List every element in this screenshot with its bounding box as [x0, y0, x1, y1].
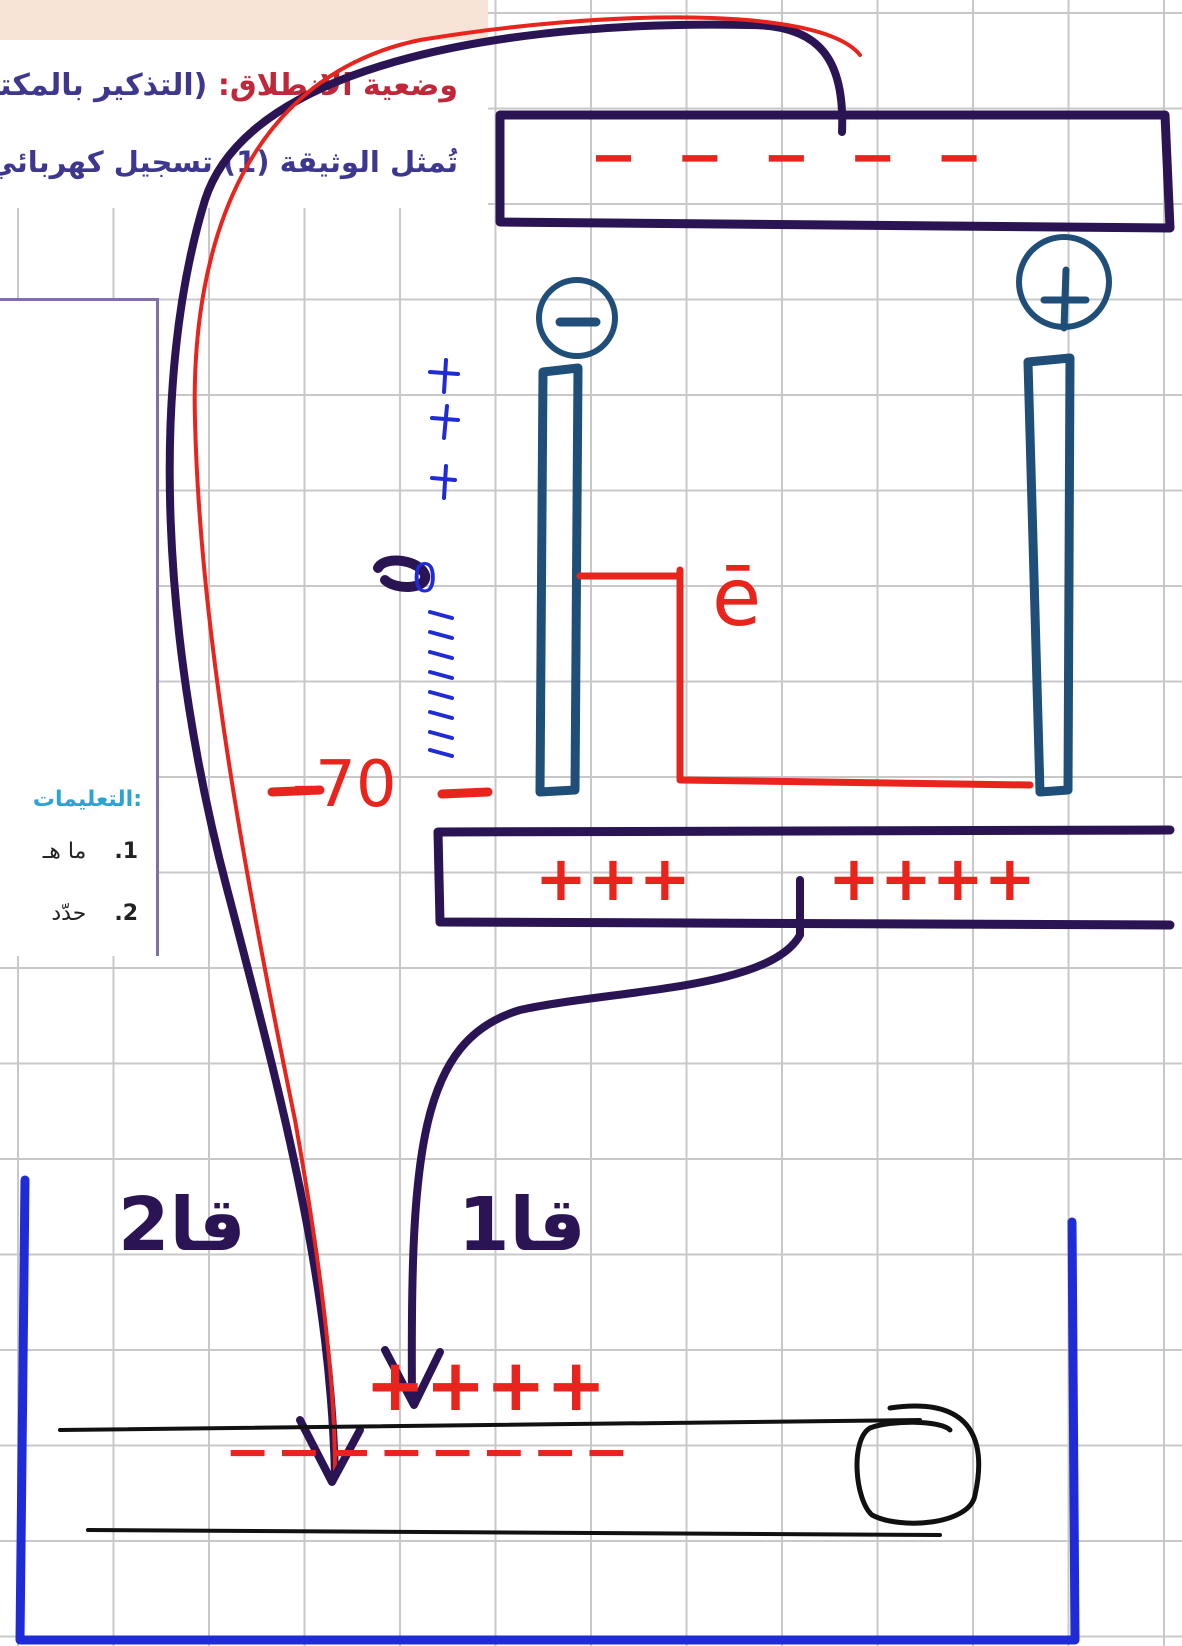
situation-heading: وضعية الانطلاق: (التذكير بالمكتس: [0, 68, 458, 103]
zero-level-mark: [373, 555, 430, 592]
measurement-wire: [576, 566, 1034, 789]
positive-terminal-sign: [1040, 266, 1090, 332]
minus-seventy-label: -70: [292, 748, 397, 822]
label-q1: 1قا: [458, 1182, 586, 1268]
instruction-number: 2.: [114, 901, 138, 926]
bottom-left-charges: +++: [535, 842, 691, 915]
top-membrane-box: [495, 110, 1175, 233]
instruction-text: حدّد: [51, 901, 87, 926]
scale-plus-marks: [428, 358, 460, 500]
blue-container: [15, 1175, 1080, 1645]
fiber-plus-charges: ++++: [365, 1343, 606, 1427]
instruction-item: 1. ما هـ: [43, 839, 138, 864]
local-current-arrow: [407, 876, 804, 1404]
label-q2: 2قا: [118, 1182, 246, 1268]
instruction-text: ما هـ: [42, 839, 87, 864]
left-electrode: [535, 363, 583, 797]
outside-arrow-head: [296, 1416, 364, 1486]
situation-heading-rest: (التذكير بالمكتس: [0, 68, 208, 103]
nerve-fiber-top: [58, 1418, 922, 1432]
zero-label: 0: [412, 556, 437, 602]
negative-terminal-circle: [536, 277, 618, 359]
instruction-item: 2. حدّد: [51, 901, 138, 926]
document-header: وضعية الانطلاق: (التذكير بالمكتس تُمثل ا…: [0, 0, 488, 208]
right-electrode: [1023, 353, 1075, 797]
nerve-fiber-end: [854, 1403, 982, 1526]
document-panel: وضعية الانطلاق: (التذكير بالمكتس تُمثل ا…: [0, 0, 488, 208]
outside-current-arrow-red: [192, 15, 862, 1472]
nerve-fiber-bottom: [86, 1528, 942, 1537]
instructions-panel: التعليمات: 1. ما هـ 2. حدّد: [0, 298, 159, 956]
instruction-number: 1.: [114, 839, 138, 864]
bottom-membrane-box: [433, 825, 1175, 930]
local-arrow-head: [381, 1346, 444, 1409]
electron-label: ē: [712, 551, 761, 644]
fiber-minus-charges: −−−−−−−−: [225, 1420, 635, 1483]
scale-ticks: [428, 610, 454, 758]
bottom-right-charges: ++++: [828, 842, 1036, 915]
document-description: تُمثل الوثيقة (1) تسجيل كهربائي لـ: [0, 145, 458, 179]
instructions-title: التعليمات:: [32, 787, 142, 812]
outside-current-arrow: [165, 20, 847, 1479]
minus-seventy-dash: [267, 785, 493, 799]
top-charges: − − − − −: [590, 125, 993, 190]
document-banner: [0, 0, 488, 40]
